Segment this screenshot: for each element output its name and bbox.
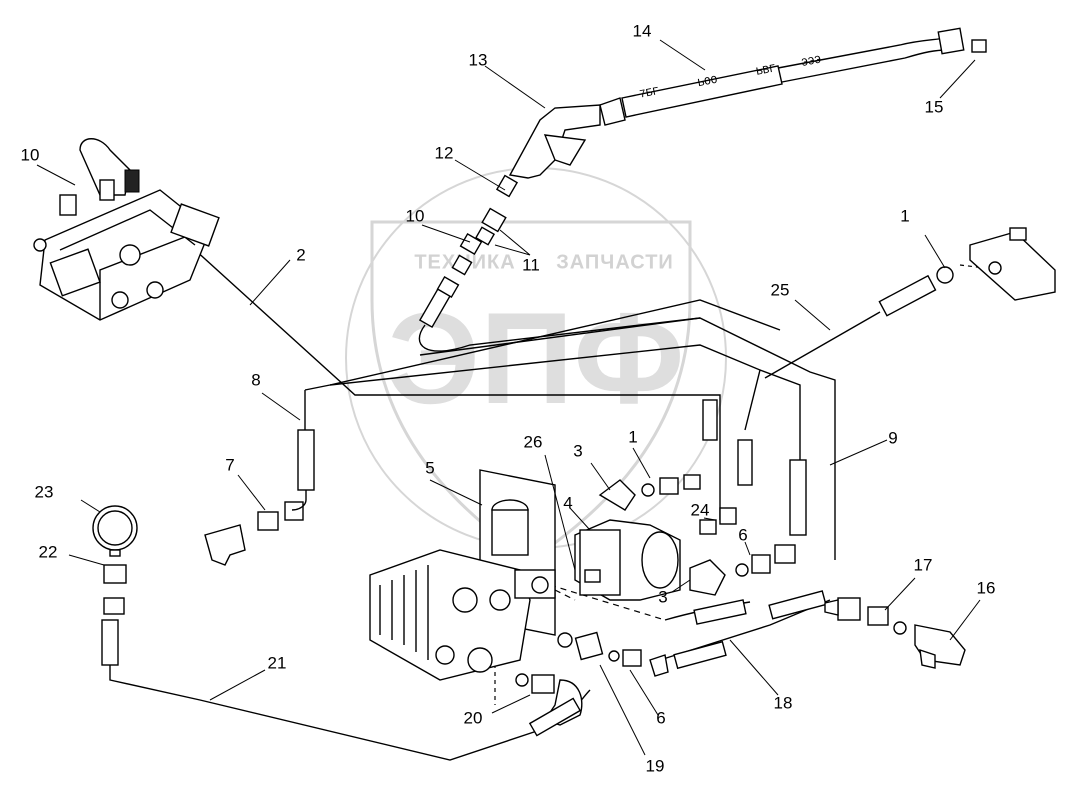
hose-2 — [139, 199, 721, 520]
callout-6b: 6 — [656, 708, 666, 728]
watermark-text-right: ЗАПЧАСТИ — [556, 251, 674, 274]
pump-unit — [369, 469, 556, 681]
callout-5: 5 — [425, 458, 435, 478]
callout-20: 20 — [463, 708, 483, 728]
fitting-3-top — [598, 479, 636, 511]
callout-16: 16 — [976, 578, 996, 598]
callout-17: 17 — [913, 555, 933, 575]
hose-18-sleeve-b — [768, 590, 827, 620]
leader-lines — [36, 39, 981, 756]
hydraulic-motor — [574, 519, 681, 601]
hose-25-sleeve — [878, 274, 937, 317]
callout-8: 8 — [251, 370, 261, 390]
callout-2: 2 — [296, 245, 306, 265]
gun-hose-sleeve — [418, 287, 452, 329]
callout-26: 26 — [523, 432, 543, 452]
hose-21 — [109, 665, 541, 761]
callout-3a: 3 — [573, 441, 583, 461]
fittings-1-mid — [641, 474, 701, 497]
fittings-24 — [699, 507, 737, 535]
callout-23: 23 — [34, 482, 54, 502]
callout-3b: 3 — [658, 587, 668, 607]
spray-gun — [495, 97, 626, 198]
fittings-bottom — [515, 631, 669, 737]
hose-25 — [764, 311, 881, 379]
hose-3-sleeve — [693, 599, 747, 625]
gun-hose — [418, 317, 701, 352]
hose-ends-right — [702, 399, 807, 536]
pressure-gauge — [92, 505, 138, 615]
hose-9-outer — [419, 317, 836, 560]
callout-11: 11 — [522, 255, 540, 275]
callout-25: 25 — [770, 280, 790, 300]
callout-21: 21 — [267, 653, 287, 673]
callout-14: 14 — [632, 21, 652, 41]
callout-1b: 1 — [628, 427, 638, 447]
fittings-16-17 — [824, 597, 966, 669]
hose-mid — [329, 344, 761, 431]
callout-13: 13 — [468, 50, 488, 70]
callout-4: 4 — [563, 493, 573, 513]
dashed-guide — [549, 584, 666, 621]
callout-22: 22 — [38, 542, 58, 562]
fitting-3-bottom — [689, 559, 726, 596]
callout-18: 18 — [773, 693, 793, 713]
valve-block — [33, 138, 220, 321]
hose-18-sleeve-a — [673, 640, 727, 670]
callout-9: 9 — [888, 428, 898, 448]
hose-21-sleeve — [101, 619, 119, 666]
hose-right-c — [759, 369, 801, 470]
lance — [621, 27, 987, 118]
callout-10a: 10 — [20, 145, 40, 165]
callout-1a: 1 — [900, 206, 910, 226]
callout-24: 24 — [690, 500, 710, 520]
callout-7: 7 — [225, 455, 235, 475]
callout-15: 15 — [924, 97, 944, 117]
fittings-7-8 — [204, 429, 315, 566]
callout-6a: 6 — [738, 525, 748, 545]
gun-fittings — [436, 207, 507, 299]
callout-10b: 10 — [405, 206, 425, 226]
callout-12: 12 — [434, 143, 454, 163]
callout-19: 19 — [645, 756, 665, 776]
right-valve-block — [936, 227, 1056, 301]
fittings-6-upper — [735, 544, 796, 577]
